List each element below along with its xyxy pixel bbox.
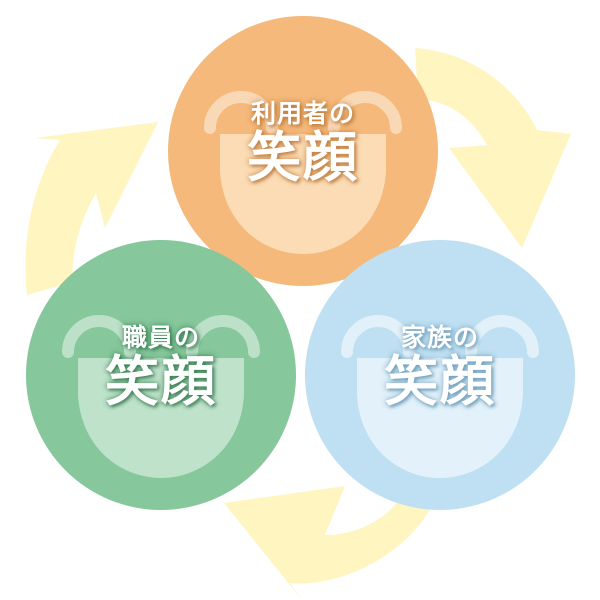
users-subtitle: 利用者の: [250, 99, 355, 128]
users-smile-circle: 利用者の 笑顔: [168, 16, 438, 286]
family-subtitle: 家族の: [400, 323, 479, 352]
staff-smile-circle: 職員の 笑顔: [26, 240, 296, 510]
arrow-users-to-family: [415, 48, 571, 248]
smiley-face-icon: [341, 315, 539, 478]
family-title: 笑顔: [384, 350, 496, 413]
staff-title: 笑顔: [105, 350, 217, 413]
users-title: 笑顔: [247, 126, 359, 189]
arrow-family-to-staff: [224, 478, 441, 600]
family-smile-circle: 家族の 笑顔: [305, 240, 575, 510]
arrow-staff-to-users: [25, 122, 158, 295]
smiley-face-icon: [62, 315, 260, 478]
smiley-face-icon: [204, 91, 402, 254]
staff-subtitle: 職員の: [121, 323, 200, 352]
